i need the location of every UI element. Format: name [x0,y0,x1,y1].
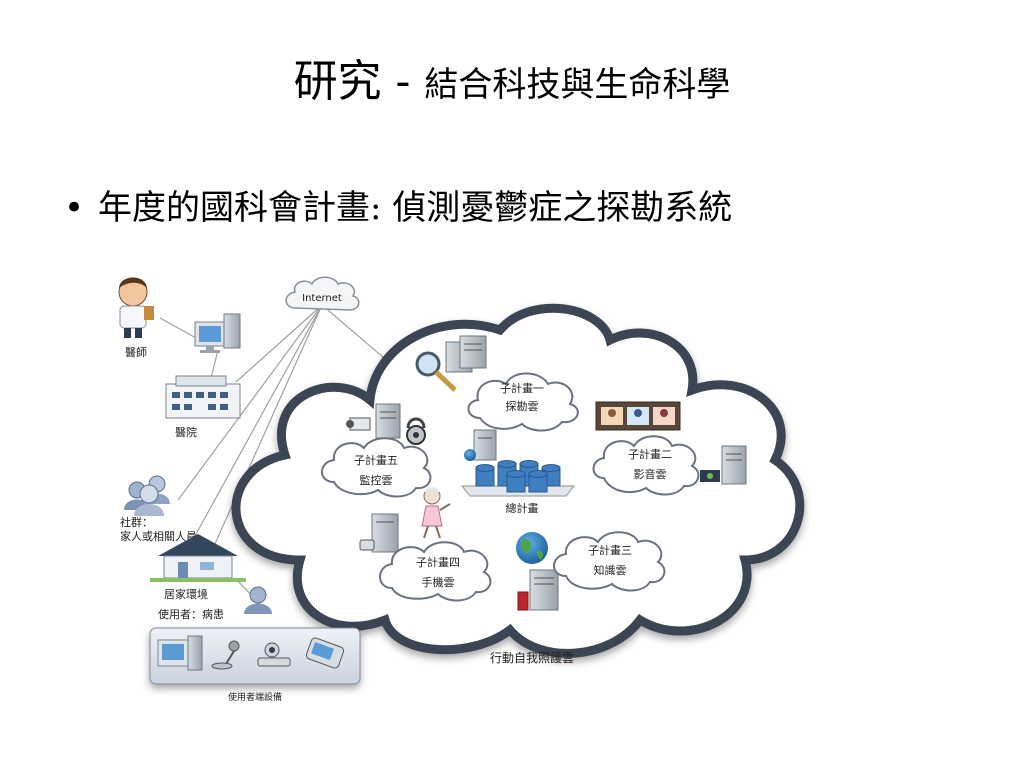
server-icon [445,335,487,373]
slide-title: 研究 - 結合科技與生命科學 [0,56,1024,107]
server-icon [700,445,747,485]
user-label: 使用者：病患 [158,607,224,621]
globe-icon [516,532,548,564]
internet-cloud: Internet [285,276,360,311]
device-panel [149,627,361,685]
hospital-label: 醫院 [175,425,197,439]
lock-icon [406,417,426,445]
sub-cloud-4: 子計畫四 手機雲 [379,541,492,602]
elderly-person-icon [421,487,451,539]
title-main: 研究 - [293,56,411,107]
sub1-line2: 探勘雲 [506,400,539,413]
computer-icon [194,313,241,353]
main-project-label: 總計畫 [506,501,539,515]
device-panel-label: 使用者端設備 [228,691,282,703]
sub5-line2: 監控雲 [360,473,393,487]
sub3-line2: 知識雲 [594,563,627,577]
server-icon [359,513,399,553]
home-label: 居家環境 [164,587,208,601]
server-icon [473,429,497,461]
hospital-icon [165,375,241,419]
server-icon [529,569,559,611]
house-icon [150,534,246,582]
webcam-icon [257,642,291,667]
people-icon [124,475,170,516]
sub-cloud-3: 子計畫三 知識雲 [553,531,666,592]
big-cloud-label: 行動自我照護雲 [490,650,574,665]
book-icon [517,591,529,611]
sub4-line2: 手機雲 [422,575,455,589]
sub-cloud-1: 子計畫一 探勘雲 [467,372,579,432]
phone-icon [305,637,345,669]
computer-icon [157,635,203,671]
sub4-line1: 子計畫四 [416,555,460,569]
database-icon [460,460,576,497]
doctor-icon [118,277,154,338]
sub1-line1: 子計畫一 [500,381,544,395]
sub2-line2: 影音雲 [634,467,667,481]
bullet-item: • 年度的國科會計畫: 偵測憂鬱症之探勘系統 [64,188,732,229]
magnifier-icon [415,351,457,392]
doctor-label: 醫師 [125,346,147,359]
globe-icon [464,449,476,461]
sub-cloud-5: 子計畫五 監控雲 [321,437,432,498]
sub-cloud-2: 子計畫二 影音雲 [592,435,700,496]
internet-label: Internet [302,293,342,304]
camera-icon [346,417,371,431]
user-icon [244,586,272,614]
bullet-dot: • [64,188,85,228]
sub2-line1: 子計畫二 [628,447,672,461]
film-strip-icon [595,401,681,431]
microphone-icon [211,640,240,670]
community-label-1: 社群： [120,515,153,529]
bullet-text: 年度的國科會計畫: 偵測憂鬱症之探勘系統 [98,188,733,228]
community-label-2: 家人或相關人員 [120,529,197,543]
title-sub: 結合科技與生命科學 [424,65,731,105]
server-icon [375,403,401,439]
sub5-line1: 子計畫五 [354,453,398,467]
sub3-line1: 子計畫三 [588,543,632,557]
